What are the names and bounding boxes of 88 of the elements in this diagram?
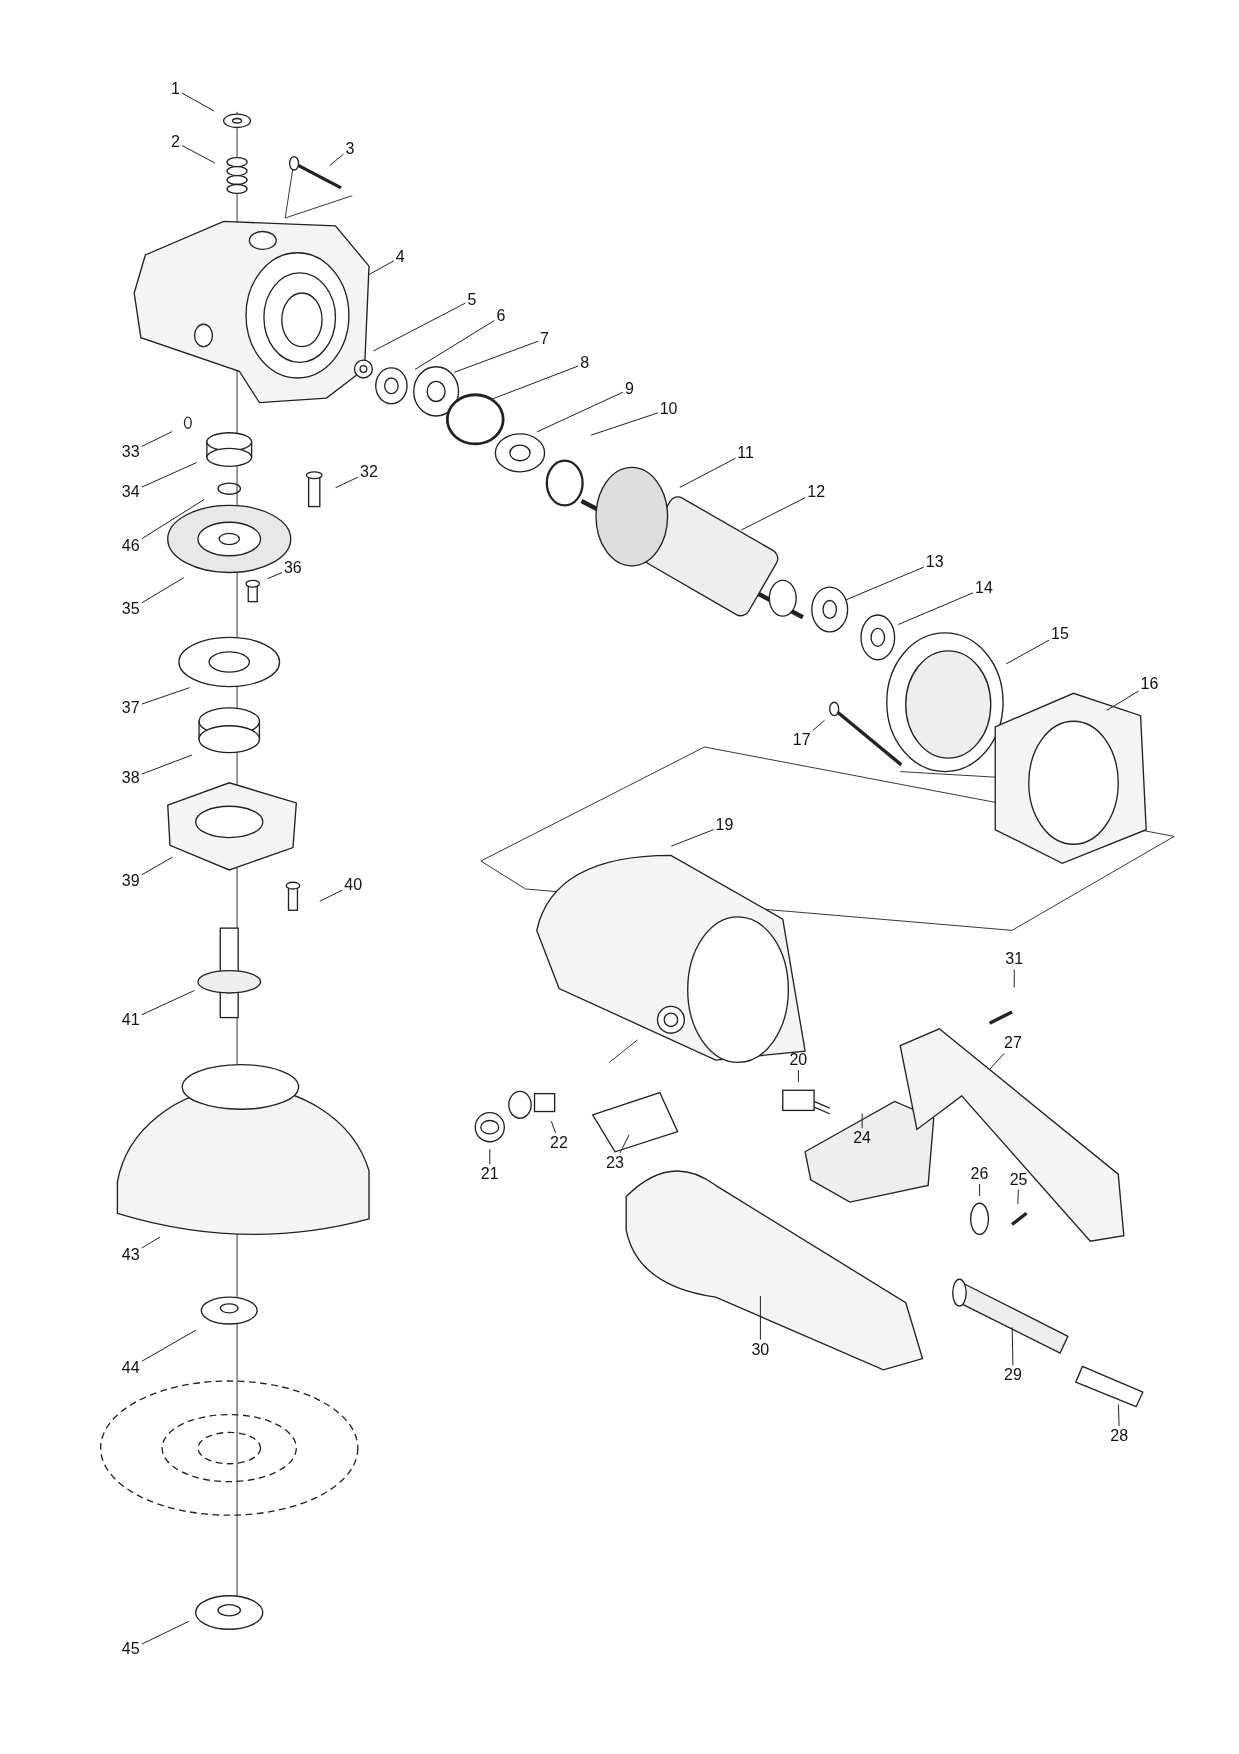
callout-number: 7: [540, 329, 549, 348]
callout-number: 19: [715, 816, 734, 835]
callout-number: 39: [121, 872, 140, 891]
callout-number: 46: [121, 536, 140, 555]
callout-number: 36: [283, 559, 302, 578]
leader-line: [141, 989, 195, 1016]
callout-number: 17: [792, 731, 811, 750]
leader-line: [536, 391, 624, 433]
callout-number: 43: [121, 1245, 140, 1264]
leader-line: [319, 889, 343, 902]
callout-number: 3: [345, 139, 355, 158]
leader-line: [670, 829, 715, 847]
callout-number: 5: [467, 290, 477, 309]
callout-number: 25: [1009, 1170, 1028, 1189]
leader-line: [141, 577, 185, 604]
leader-line: [1118, 1404, 1120, 1427]
leader-line: [372, 302, 466, 352]
leader-line: [141, 1620, 190, 1645]
leader-line: [861, 1112, 863, 1129]
callout-number: 33: [121, 442, 140, 461]
callout-number: 10: [659, 400, 678, 419]
callout-number: 4: [395, 248, 405, 267]
leader-line: [181, 92, 215, 112]
leader-line: [1013, 968, 1015, 988]
leader-line: [141, 1329, 197, 1362]
leader-line: [979, 1183, 981, 1197]
callout-number: 44: [121, 1358, 140, 1377]
callout-number: 31: [1005, 950, 1024, 969]
callout-number: 30: [751, 1340, 770, 1359]
callout-number: 6: [496, 307, 506, 326]
leader-line: [845, 566, 925, 601]
callout-number: 23: [606, 1153, 624, 1172]
callout-number: 26: [970, 1165, 989, 1184]
callout-number: 16: [1140, 675, 1159, 694]
leader-line: [141, 1236, 161, 1249]
leader-line: [759, 1295, 761, 1341]
callout-number: 29: [1004, 1366, 1022, 1385]
leader-line: [740, 497, 806, 531]
callout-number: 9: [625, 380, 634, 399]
leader-line: [141, 431, 173, 447]
leader-line: [989, 1052, 1005, 1070]
leader-line: [797, 1069, 799, 1083]
callout-number: 1: [171, 80, 180, 99]
leader-line: [619, 1134, 630, 1154]
callout-number: 45: [121, 1640, 140, 1659]
callout-number: 2: [171, 133, 180, 151]
callout-number: 32: [360, 462, 378, 481]
callout-number: 13: [925, 553, 944, 572]
callout-number: 14: [975, 579, 993, 598]
callout-number: 24: [853, 1129, 871, 1148]
leader-line: [590, 412, 659, 436]
leader-line: [1005, 639, 1050, 665]
leader-line: [679, 457, 736, 488]
leader-line: [550, 1120, 556, 1134]
leader-line: [812, 719, 826, 732]
leader-line: [414, 319, 495, 370]
leader-line: [267, 572, 283, 580]
leader-line: [1011, 1326, 1014, 1366]
leader-line: [1017, 1189, 1019, 1205]
callout-number: 34: [121, 483, 140, 501]
leader-line: [453, 340, 539, 373]
leader-line: [141, 754, 193, 775]
callout-number: 12: [807, 483, 826, 501]
leader-line: [335, 476, 359, 489]
callout-number: 20: [789, 1051, 808, 1070]
callout-number: 11: [737, 443, 754, 462]
callout-number: 35: [121, 600, 140, 619]
leader-line: [181, 145, 216, 164]
leader-line: [141, 462, 198, 488]
callout-number: 15: [1051, 625, 1069, 644]
leader-line: [141, 499, 205, 540]
leader-line: [141, 687, 191, 705]
callout-number: 40: [344, 875, 363, 894]
callout-number: 28: [1110, 1426, 1129, 1445]
callout-number: 38: [121, 769, 140, 788]
leader-line: [897, 592, 974, 626]
leader-line: [1106, 690, 1140, 711]
callout-number: 27: [1004, 1034, 1022, 1053]
leader-line: [368, 260, 395, 276]
callout-number: 21: [480, 1165, 499, 1184]
callout-number: 37: [121, 698, 140, 717]
leader-line: [141, 856, 173, 876]
callout-number: 22: [550, 1133, 568, 1152]
callout-number: 41: [121, 1010, 140, 1029]
leader-line: [489, 1148, 491, 1165]
leader-line: [329, 153, 344, 166]
callout-number: 8: [580, 354, 590, 373]
leader-line: [491, 365, 579, 400]
